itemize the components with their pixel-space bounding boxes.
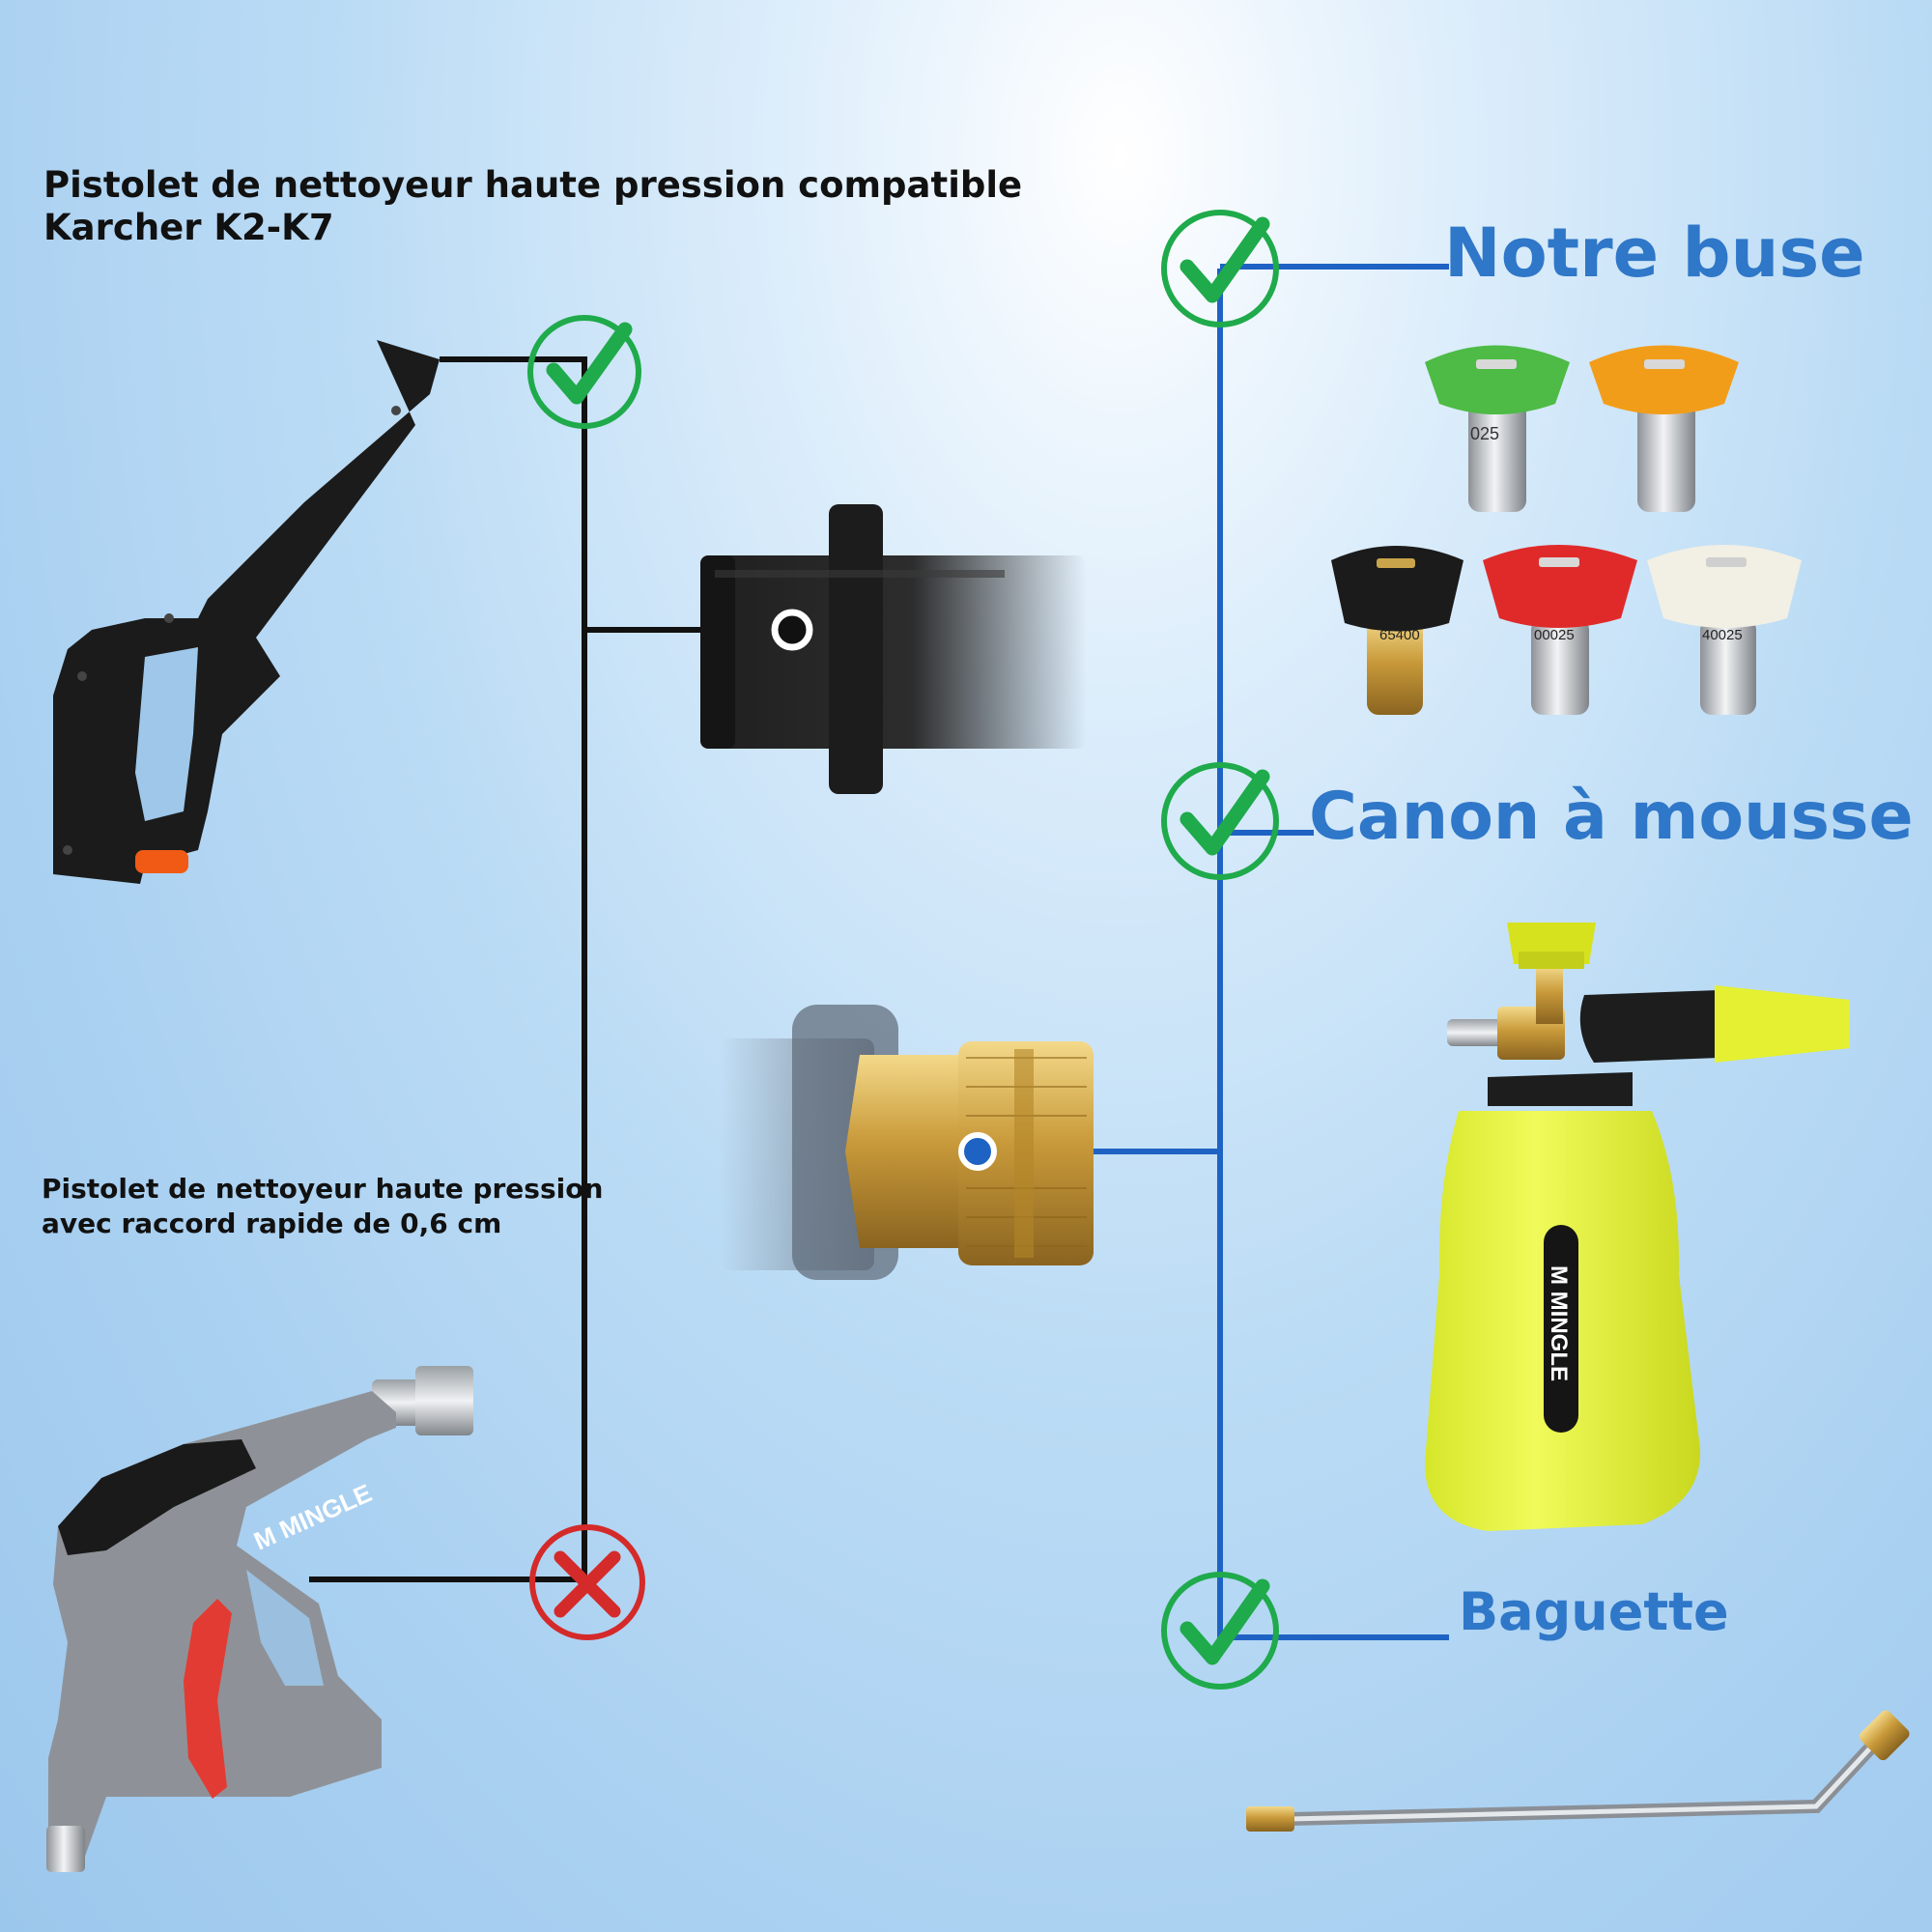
nozzle-red: 00025 bbox=[1483, 545, 1637, 715]
compatible-gun-title: Pistolet de nettoyeur haute pression com… bbox=[43, 164, 1022, 249]
nozzle-black: 65400 bbox=[1331, 546, 1463, 715]
nozzle-code-black: 65400 bbox=[1379, 627, 1420, 643]
nozzle-code-white: 40025 bbox=[1702, 627, 1743, 643]
nozzle-green: 025 bbox=[1425, 345, 1570, 512]
incompatible-gun-title-line2: avec raccord rapide de 0,6 cm bbox=[42, 1208, 502, 1239]
karcher-adapter-image bbox=[700, 504, 1087, 794]
brass-quick-coupler-image bbox=[720, 1005, 1094, 1280]
coupler-connection-dot bbox=[958, 1132, 997, 1171]
foam-cannon-image: M MINGLE bbox=[1425, 923, 1850, 1531]
foam-cannon-label: Canon à mousse bbox=[1309, 779, 1914, 855]
check-icon bbox=[1161, 210, 1279, 327]
nozzle-set-image: 025 65400 00025 bbox=[1331, 345, 1802, 715]
nozzle-label: Notre buse bbox=[1444, 213, 1865, 293]
karcher-spray-gun-image bbox=[53, 340, 440, 884]
wand-image bbox=[1246, 1710, 1910, 1832]
incompatible-gun-title-line1: Pistolet de nettoyeur haute pression bbox=[42, 1173, 604, 1205]
karcher-connection-dot bbox=[771, 609, 813, 651]
blue-connector-lines bbox=[976, 264, 1449, 1640]
nozzle-white: 40025 bbox=[1647, 545, 1802, 715]
check-icon bbox=[1161, 1572, 1279, 1690]
wand-label: Baguette bbox=[1459, 1581, 1729, 1642]
compatible-gun-title-line2: Karcher K2-K7 bbox=[43, 207, 334, 248]
check-icon bbox=[527, 315, 641, 429]
quick-connect-spray-gun-image: M MINGLE bbox=[46, 1366, 473, 1872]
check-icon bbox=[1161, 762, 1279, 880]
cross-icon bbox=[529, 1524, 645, 1640]
foam-cannon-brand-logo: M MINGLE bbox=[1546, 1265, 1572, 1381]
incompatible-gun-title: Pistolet de nettoyeur haute pression ave… bbox=[42, 1172, 603, 1241]
nozzle-code-red: 00025 bbox=[1534, 627, 1575, 643]
compatible-gun-title-line1: Pistolet de nettoyeur haute pression com… bbox=[43, 164, 1023, 206]
nozzle-orange bbox=[1589, 345, 1739, 512]
black-vertical-line bbox=[440, 356, 587, 1582]
nozzle-code-green: 025 bbox=[1470, 424, 1499, 443]
